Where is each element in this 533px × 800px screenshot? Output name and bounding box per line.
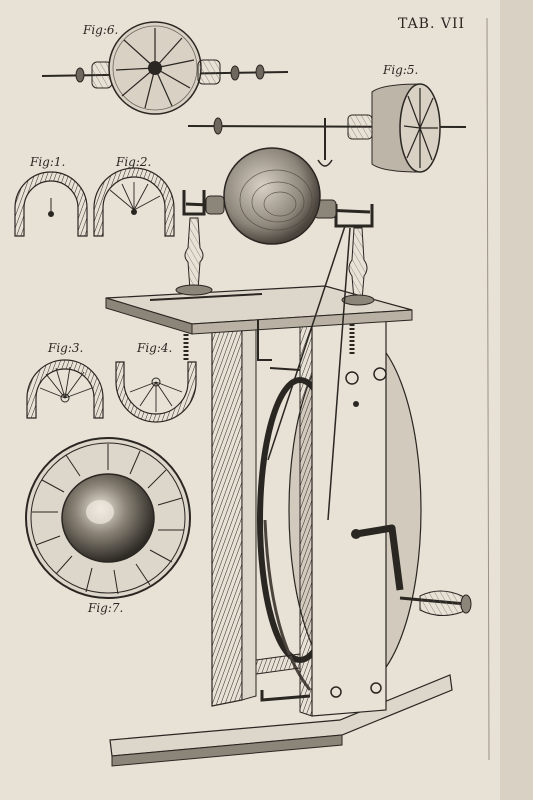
electrical-machine	[105, 147, 472, 767]
fig1-label: Fig:1.	[29, 155, 65, 169]
fig7-drawing	[25, 437, 191, 599]
fig4-drawing	[115, 361, 197, 423]
fig3-drawing	[26, 359, 104, 419]
fig6-label: Fig:6.	[82, 23, 118, 37]
plate-title: TAB. VII	[398, 16, 465, 32]
fig6-drawing	[41, 21, 289, 115]
fig7-label: Fig:7.	[87, 601, 123, 615]
fig3-label: Fig:3.	[47, 341, 83, 355]
plate-border-right	[486, 17, 490, 761]
fig1-drawing	[14, 171, 88, 237]
fig2-drawing	[93, 167, 175, 237]
fig5-drawing	[187, 83, 467, 173]
fig5-label: Fig:5.	[382, 63, 418, 77]
fig4-label: Fig:4.	[136, 341, 172, 355]
fig2-label: Fig:2.	[115, 155, 151, 169]
paper-edge-right	[500, 0, 533, 800]
